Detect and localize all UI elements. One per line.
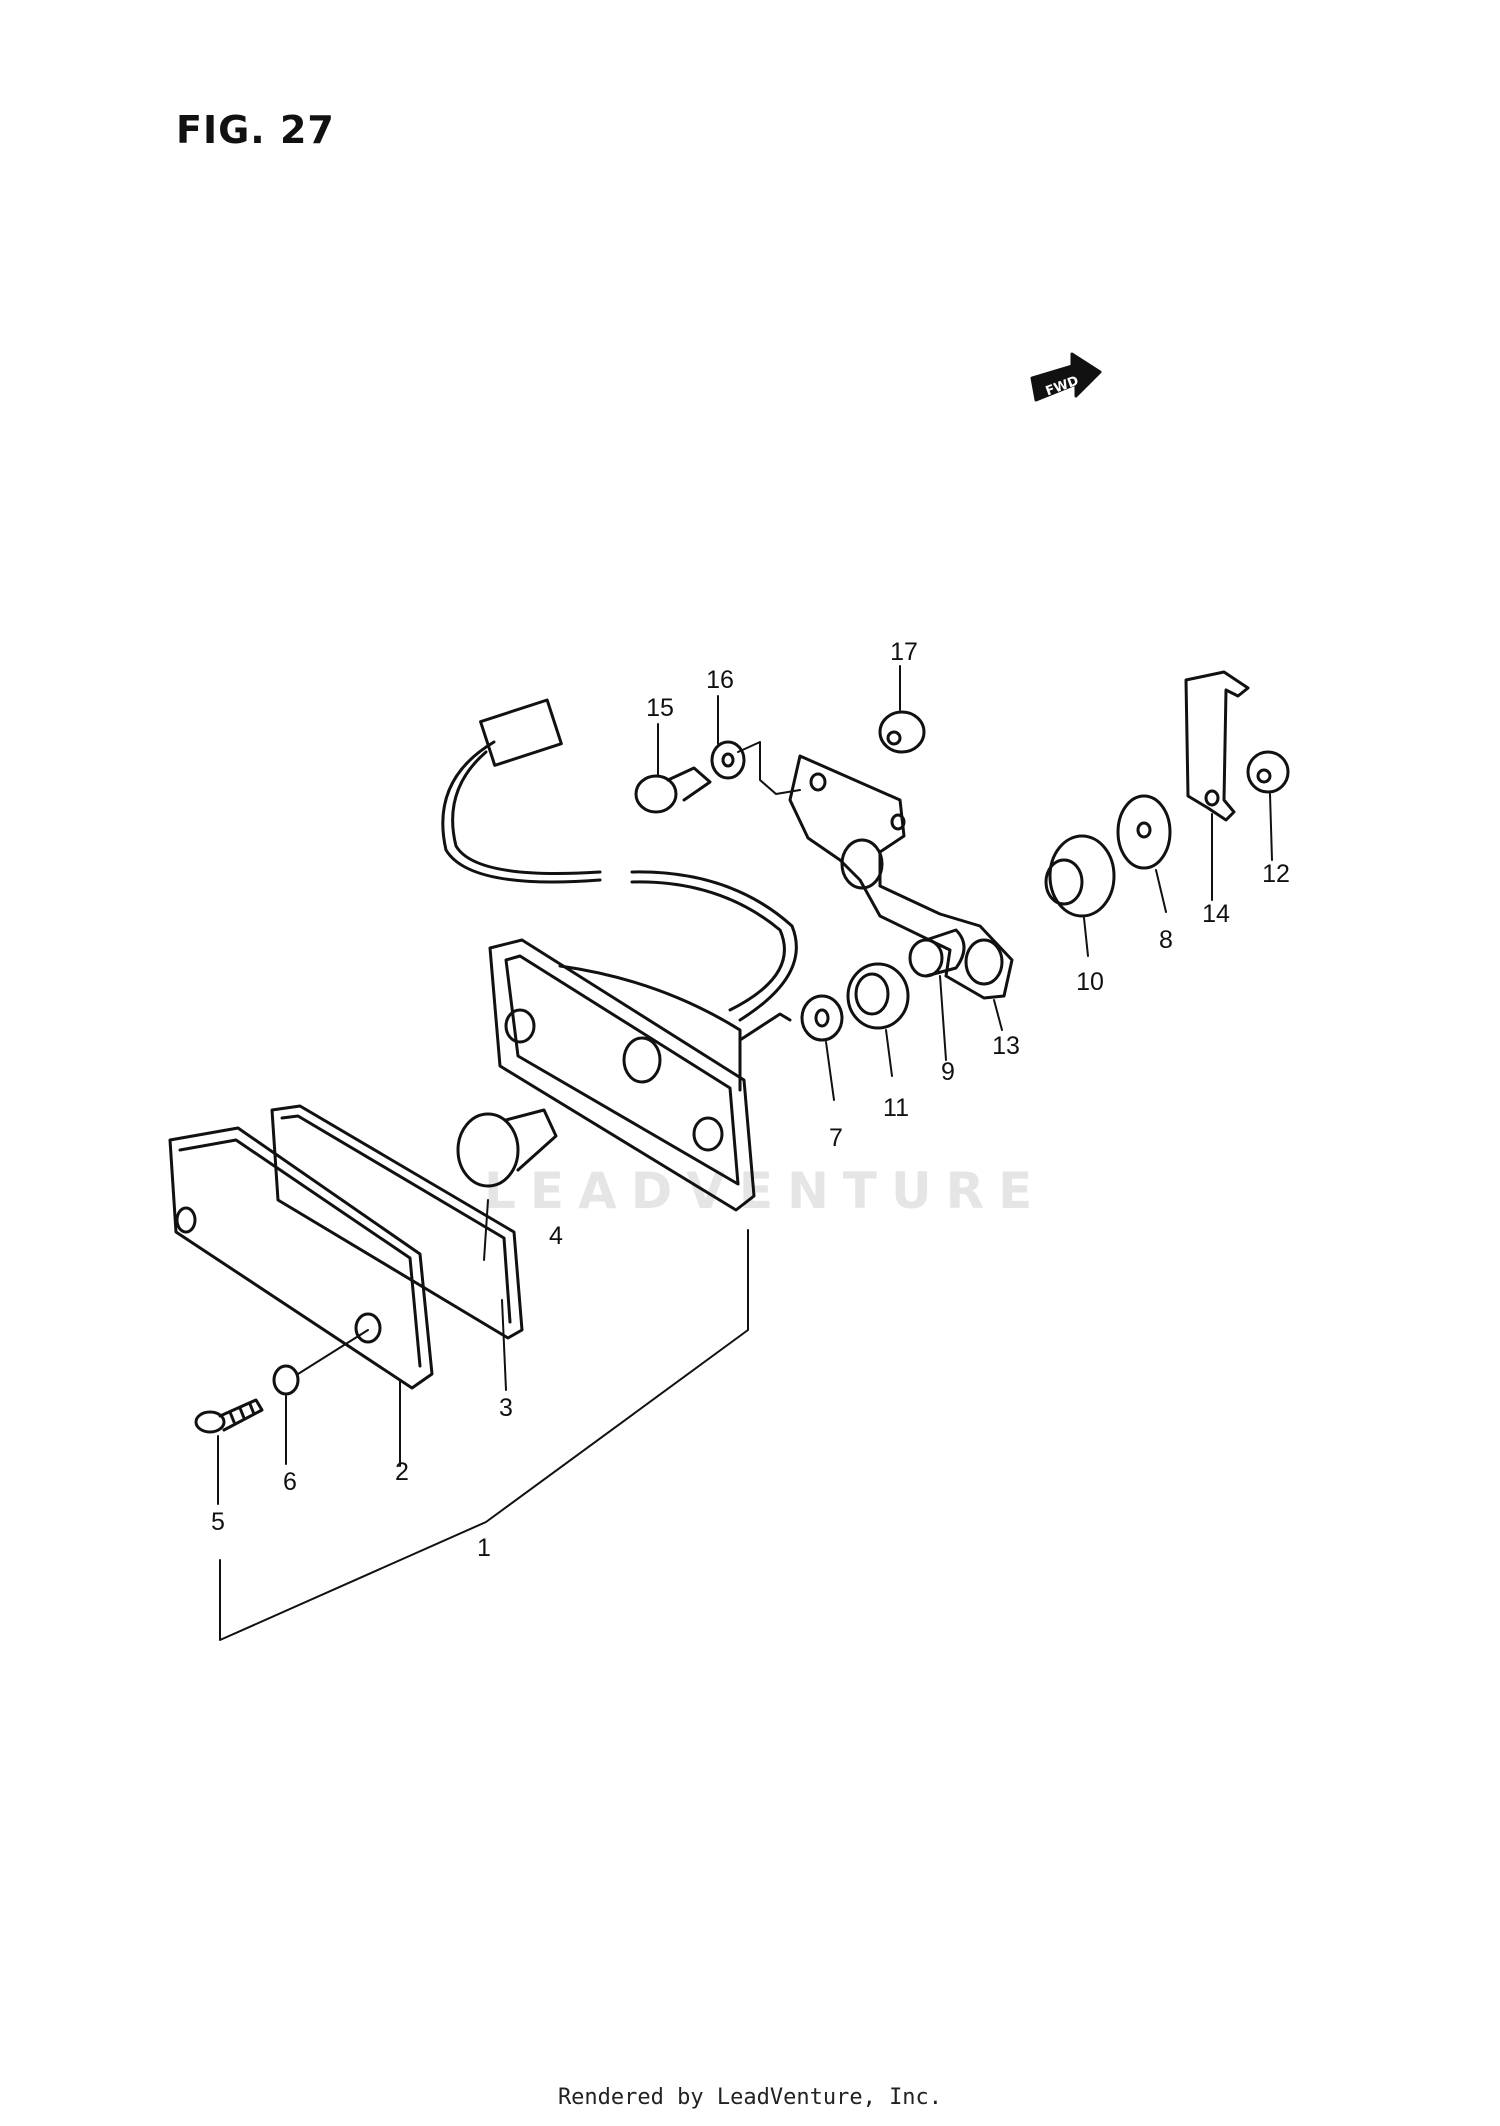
leader-lines — [217, 665, 1273, 1641]
nut-part-17 — [878, 710, 926, 754]
callout-6: 6 — [283, 1468, 297, 1496]
callout-15: 15 — [646, 694, 674, 722]
lens-part — [168, 1126, 434, 1390]
callout-12: 12 — [1262, 860, 1290, 888]
callout-1: 1 — [477, 1534, 491, 1562]
bracket-part-13 — [788, 754, 1014, 1000]
washer-part-7 — [800, 994, 844, 1042]
callout-4: 4 — [549, 1222, 563, 1250]
nut-part-12 — [1246, 750, 1290, 794]
callout-labels: 1 2 3 4 5 6 7 8 9 10 11 12 13 14 15 16 1… — [211, 638, 1290, 1562]
callout-5: 5 — [211, 1508, 225, 1536]
strap-part-14 — [1184, 670, 1250, 822]
grommet-part-11 — [846, 962, 910, 1030]
footer-credit: Rendered by LeadVenture, Inc. — [557, 2085, 943, 2110]
part-10 — [1044, 834, 1116, 918]
callout-17: 17 — [890, 638, 918, 666]
callout-3: 3 — [499, 1394, 513, 1422]
callout-10: 10 — [1076, 968, 1104, 996]
screw-part — [194, 1398, 264, 1434]
washer-part-6 — [272, 1364, 300, 1396]
callout-14: 14 — [1202, 900, 1230, 928]
callout-13: 13 — [992, 1032, 1020, 1060]
housing-part — [488, 938, 792, 1212]
watermark: LEADVENTURE — [484, 1162, 1047, 1220]
bolt-part-15 — [634, 766, 712, 814]
callout-2: 2 — [395, 1458, 409, 1486]
fwd-arrow-icon — [1030, 352, 1102, 402]
collar-part-9 — [908, 928, 966, 978]
callout-9: 9 — [941, 1058, 955, 1086]
callout-8: 8 — [1159, 926, 1173, 954]
callout-7: 7 — [829, 1124, 843, 1152]
washer-part-8 — [1116, 794, 1172, 870]
bulb-part — [456, 1108, 558, 1188]
gasket-part — [270, 1104, 524, 1340]
wire-harness — [441, 698, 798, 1022]
callout-16: 16 — [706, 666, 734, 694]
callout-11: 11 — [883, 1094, 909, 1122]
washer-part-16 — [710, 740, 746, 780]
figure-title: FIG. 27 — [176, 108, 335, 152]
